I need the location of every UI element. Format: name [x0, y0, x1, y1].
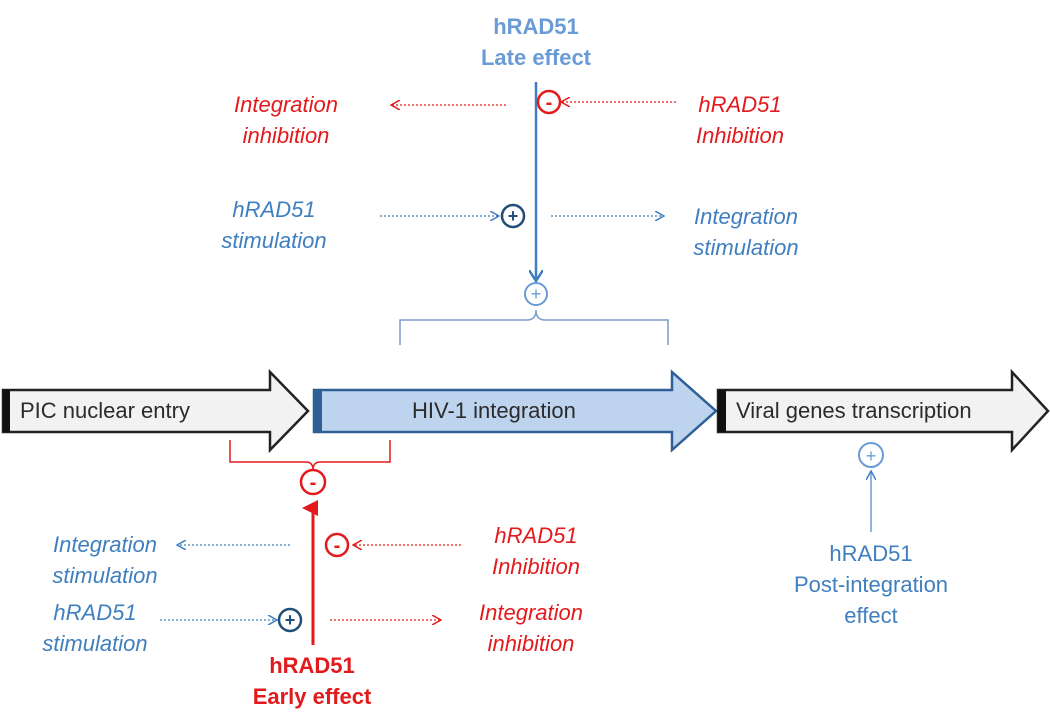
arrow-hiv1-integration — [312, 369, 718, 453]
late-stimulation-cause-label: hRAD51 stimulation — [194, 194, 354, 256]
post-integration-effect-label: hRAD51 Post-integration effect — [781, 538, 961, 631]
early-inhibition-result-line2: stimulation — [52, 563, 158, 588]
svg-text:-: - — [310, 472, 317, 494]
early-effect-title-line1: hRAD51 — [269, 653, 355, 678]
late-effect-title: hRAD51 Late effect — [436, 11, 636, 73]
early-result-minus-icon: - — [299, 468, 327, 496]
post-integration-line2: Post-integration — [793, 572, 949, 597]
post-integration-plus-icon: + — [858, 442, 884, 468]
late-inhibition-result-line1: Integration — [234, 92, 338, 117]
late-inhibition-cause-label: hRAD51 Inhibition — [660, 89, 820, 151]
late-effect-title-line1: hRAD51 — [493, 14, 579, 39]
early-inhibition-cause-line1: hRAD51 — [494, 523, 578, 548]
late-stimulation-plus-icon: + — [500, 203, 526, 229]
arrow-viral-genes-transcription — [716, 368, 1050, 454]
svg-text:-: - — [334, 535, 341, 557]
late-inhibition-cause-line2: Inhibition — [695, 123, 785, 148]
pic-nuclear-entry-label: PIC nuclear entry — [20, 398, 190, 423]
early-stimulation-result-line1: Integration — [479, 600, 583, 625]
late-stimulation-result-label: Integration stimulation — [666, 201, 826, 263]
post-integration-line1: hRAD51 — [829, 541, 913, 566]
late-stimulation-result-line2: stimulation — [693, 235, 799, 260]
svg-text:+: + — [285, 610, 296, 630]
late-inhibition-result-line2: inhibition — [242, 123, 330, 148]
early-effect-title-line2: Early effect — [252, 684, 372, 709]
svg-text:-: - — [546, 92, 553, 114]
early-bracket — [229, 440, 391, 471]
early-inhibition-cause-label: hRAD51 Inhibition — [456, 520, 616, 582]
svg-text:+: + — [866, 446, 877, 466]
early-stimulation-cause-line1: hRAD51 — [53, 600, 137, 625]
svg-text:+: + — [531, 284, 542, 304]
late-stimulation-cause-line2: stimulation — [221, 228, 327, 253]
late-inhibition-minus-icon: - — [536, 89, 562, 115]
early-inhibition-result-line1: Integration — [53, 532, 157, 557]
svg-text:+: + — [508, 206, 519, 226]
early-stimulation-plus-icon: + — [277, 607, 303, 633]
late-stimulation-cause-line1: hRAD51 — [232, 197, 316, 222]
early-stimulation-cause-line2: stimulation — [42, 631, 148, 656]
late-bracket — [399, 309, 669, 345]
late-stimulation-result-line1: Integration — [694, 204, 798, 229]
hiv1-integration-label: HIV-1 integration — [412, 398, 576, 423]
early-stimulation-cause-label: hRAD51 stimulation — [15, 597, 175, 659]
early-stimulation-result-label: Integration inhibition — [446, 597, 616, 659]
viral-genes-transcription-label: Viral genes transcription — [736, 398, 972, 423]
early-effect-title: hRAD51 Early effect — [212, 650, 412, 712]
early-inhibition-minus-icon: - — [324, 532, 350, 558]
late-inhibition-cause-line1: hRAD51 — [698, 92, 782, 117]
late-result-plus-icon: + — [524, 282, 548, 306]
late-effect-title-line2: Late effect — [480, 45, 592, 70]
early-inhibition-result-label: Integration stimulation — [25, 529, 185, 591]
post-integration-line3: effect — [844, 603, 898, 628]
late-inhibition-result-label: Integration inhibition — [196, 89, 376, 151]
arrow-pic-nuclear-entry — [1, 368, 310, 454]
early-stimulation-result-line2: inhibition — [487, 631, 575, 656]
early-inhibition-cause-line2: Inhibition — [491, 554, 581, 579]
